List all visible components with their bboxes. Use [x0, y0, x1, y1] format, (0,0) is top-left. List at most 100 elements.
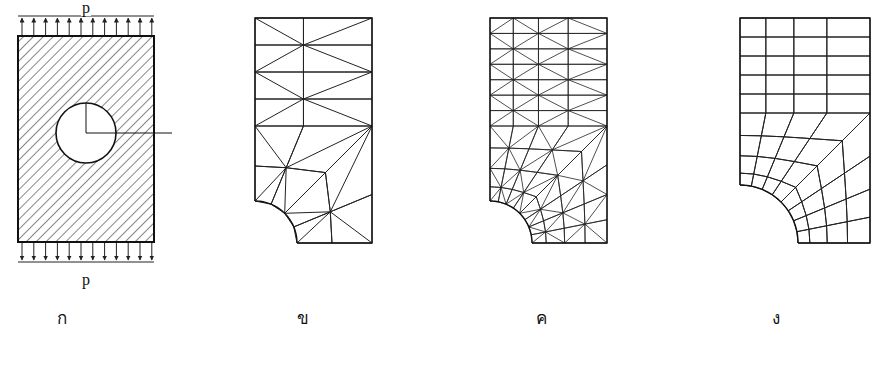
- hole-edge: [490, 201, 532, 243]
- mesh-edge: [538, 49, 539, 64]
- mesh-edge: [538, 49, 568, 64]
- mesh-edge: [751, 174, 753, 186]
- mesh-edge: [568, 95, 569, 110]
- mesh-edge: [538, 64, 539, 79]
- mesh-edge: [842, 113, 870, 141]
- mesh-edge: [810, 113, 827, 139]
- mesh-edge: [303, 18, 372, 45]
- mesh-edge: [568, 18, 607, 33]
- mesh-edge: [568, 64, 569, 79]
- mesh-edge: [765, 94, 766, 113]
- mesh-edge: [766, 56, 794, 57]
- panel-label: ข: [296, 310, 310, 327]
- mesh-edge: [740, 173, 754, 175]
- mesh-edge: [538, 33, 568, 34]
- mesh-edge: [827, 56, 870, 57]
- mesh-edge: [765, 56, 766, 75]
- mesh-edge: [766, 75, 794, 76]
- mesh-edge: [765, 75, 766, 94]
- mesh-edge: [810, 139, 842, 141]
- load-arrow: [92, 18, 93, 35]
- mesh-edge: [584, 204, 586, 224]
- mesh-edge: [255, 126, 286, 168]
- mesh-edge: [490, 49, 513, 64]
- mesh-edge: [490, 95, 513, 96]
- mesh-edge: [827, 94, 870, 95]
- mesh-edge: [568, 64, 607, 65]
- mesh-edge: [740, 155, 757, 157]
- mesh-edge: [513, 111, 538, 126]
- mesh-edge: [810, 139, 842, 141]
- mesh-edge: [303, 18, 304, 45]
- mesh-edge: [505, 148, 509, 169]
- mesh-edge: [490, 110, 513, 111]
- mesh-edge: [303, 72, 304, 99]
- mesh-edge: [740, 113, 766, 114]
- mesh-edge: [568, 80, 569, 95]
- mesh-edge: [740, 56, 766, 57]
- mesh-edge: [490, 148, 509, 168]
- mesh-edge: [781, 181, 795, 187]
- mesh-edge: [490, 18, 513, 33]
- mesh-edge: [583, 181, 584, 204]
- mesh-edge: [808, 229, 810, 243]
- mesh-edge: [538, 95, 568, 110]
- mesh-edge: [552, 150, 581, 152]
- mesh-edge: [524, 172, 537, 192]
- mesh-edge: [754, 174, 768, 177]
- mesh-edge: [513, 33, 538, 34]
- mesh-edge: [538, 110, 568, 111]
- load-arrow: [57, 243, 58, 260]
- mesh-edge: [563, 213, 585, 224]
- mesh-edge: [513, 18, 514, 33]
- mesh-edge: [844, 173, 846, 199]
- mesh-edge: [757, 156, 775, 158]
- mesh-edge: [520, 150, 552, 170]
- mesh-edge: [794, 37, 827, 38]
- mesh-edge: [513, 64, 538, 65]
- mesh-edge: [509, 148, 529, 150]
- mesh-edge: [255, 72, 303, 73]
- mesh-edge: [538, 95, 539, 110]
- mesh-edge: [797, 229, 809, 231]
- mesh-edge: [490, 168, 505, 169]
- mesh-edge: [513, 80, 514, 95]
- mesh-edge: [513, 95, 514, 110]
- mesh-edge: [821, 173, 844, 188]
- mesh-edge: [767, 158, 775, 176]
- mesh-edge: [817, 141, 842, 166]
- mesh-edge: [490, 48, 513, 49]
- mesh-edge: [255, 99, 303, 100]
- mesh-edge: [513, 80, 538, 95]
- mesh-edge: [766, 37, 794, 38]
- mesh-edge: [565, 224, 585, 243]
- mesh-edge: [793, 75, 794, 94]
- mesh-edge: [286, 168, 325, 173]
- mesh-edge: [513, 111, 514, 126]
- mesh-edge: [808, 229, 810, 243]
- mesh-edge: [513, 48, 538, 49]
- mesh-edge: [513, 33, 538, 34]
- mesh-edge: [537, 172, 557, 175]
- mesh-edge: [765, 75, 766, 94]
- mesh-edge: [568, 126, 607, 127]
- mesh-edge: [538, 18, 568, 33]
- load-arrow: [57, 18, 58, 35]
- mesh-edge: [564, 228, 565, 243]
- mesh-edge: [809, 226, 827, 230]
- mesh-edge: [330, 212, 372, 243]
- mesh-edge: [766, 113, 794, 114]
- load-arrow: [69, 243, 70, 260]
- mesh-edge: [529, 227, 546, 232]
- mesh-edge: [821, 189, 824, 208]
- mesh-edge: [490, 111, 513, 126]
- mesh-edge: [826, 37, 827, 56]
- mesh-edge: [561, 196, 563, 213]
- mesh-edge: [794, 216, 807, 221]
- mesh-edge: [303, 72, 372, 73]
- mesh-edge: [817, 166, 821, 189]
- mesh-edge: [793, 94, 794, 113]
- mesh-edge: [796, 187, 802, 201]
- mesh-edge: [303, 126, 372, 127]
